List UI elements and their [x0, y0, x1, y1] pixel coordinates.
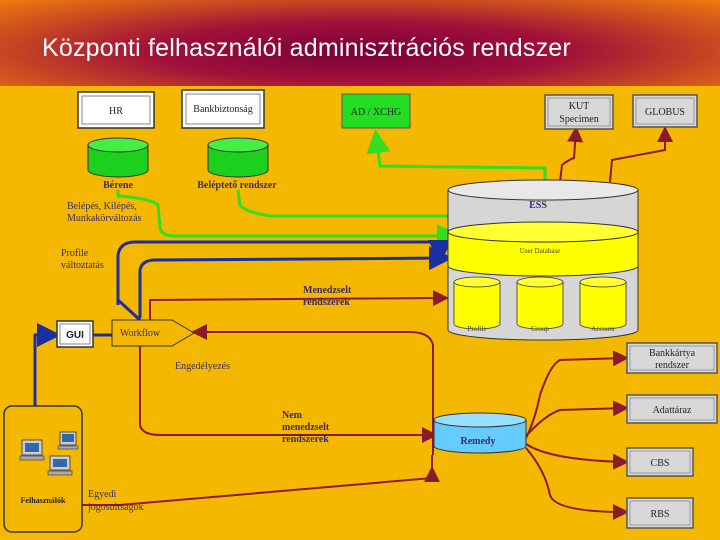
workflow-node: Workflow — [111, 319, 195, 347]
computer-icon — [57, 431, 79, 450]
computer-icon — [19, 439, 45, 461]
cbs-box: CBS — [626, 447, 694, 477]
kut-label-1: KUT — [569, 101, 590, 112]
bankkartya-label-2: rendszer — [655, 360, 690, 371]
remedy-db: Remedy — [433, 412, 527, 454]
hr-label: HR — [109, 106, 123, 117]
managed-systems-label-2: rendszerek — [303, 297, 350, 308]
unmanaged-label-3: rendszerek — [282, 434, 329, 445]
ess-label: ESS — [529, 200, 547, 211]
individual-rights-label-2: jogosultságok — [87, 502, 144, 513]
globus-box: GLOBUS — [632, 94, 698, 128]
cbs-label: CBS — [651, 458, 670, 469]
approval-label: Engedélyezés — [175, 361, 230, 372]
account-db-label: Account — [591, 325, 615, 333]
belepes-label-1: Belépés, Kilépés, — [67, 201, 137, 212]
title-bar: Központi felhasználói adminisztrációs re… — [0, 0, 720, 86]
green-connectors — [116, 129, 547, 248]
kut-box: KUT Specimen — [544, 94, 614, 130]
globus-label: GLOBUS — [645, 107, 685, 118]
belepes-label-2: Munkakörváltozás — [67, 213, 142, 224]
profile-change-label-1: Profile — [61, 248, 89, 259]
profile-change-label-2: változtatás — [61, 260, 104, 271]
belepteto-label: Beléptető rendszer — [197, 180, 277, 191]
individual-rights-label-1: Egyedi — [88, 489, 117, 500]
belepteto-db: Beléptető rendszer — [197, 137, 277, 191]
managed-systems-label-1: Menedzselt — [303, 285, 352, 296]
remedy-label: Remedy — [461, 436, 496, 447]
computer-icon — [47, 455, 73, 476]
adattaraz-box: Adattáraz — [626, 394, 718, 424]
berene-db: Bérene — [87, 137, 149, 191]
felhasznalok-label: Felhasználók — [21, 496, 66, 505]
gui-label: GUI — [66, 330, 84, 341]
rbs-box: RBS — [626, 497, 694, 529]
ad-xchg-label: AD / XCHG — [351, 107, 402, 118]
unmanaged-label-1: Nem — [282, 410, 303, 421]
rbs-label: RBS — [651, 509, 670, 520]
bankbiztonsag-label: Bankbiztonság — [193, 104, 252, 115]
bankbiztonsag-box: Bankbiztonság — [181, 89, 265, 129]
gui-box: GUI — [56, 320, 94, 348]
slide-title: Központi felhasználói adminisztrációs re… — [42, 34, 571, 62]
bankkartya-box: Bankkártya rendszer — [626, 342, 718, 374]
group-db-label: Group — [531, 325, 549, 333]
workflow-label: Workflow — [120, 328, 161, 339]
ad-xchg-box: AD / XCHG — [341, 93, 411, 129]
ess-cylinder: ESS User Database Profile Group Account — [447, 179, 639, 341]
adattaraz-label: Adattáraz — [653, 405, 692, 416]
annotations: Belépés, Kilépés, Munkakörváltozás Profi… — [61, 201, 352, 513]
berene-label: Bérene — [103, 180, 133, 191]
hr-box: HR — [77, 91, 155, 129]
felhasznalok-box: Felhasználók — [3, 405, 83, 533]
bankkartya-label-1: Bankkártya — [649, 348, 696, 359]
user-db-label: User Database — [520, 247, 561, 255]
unmanaged-label-2: menedzselt — [282, 422, 330, 433]
kut-label-2: Specimen — [559, 114, 598, 125]
profile-db-label: Profile — [467, 325, 486, 333]
